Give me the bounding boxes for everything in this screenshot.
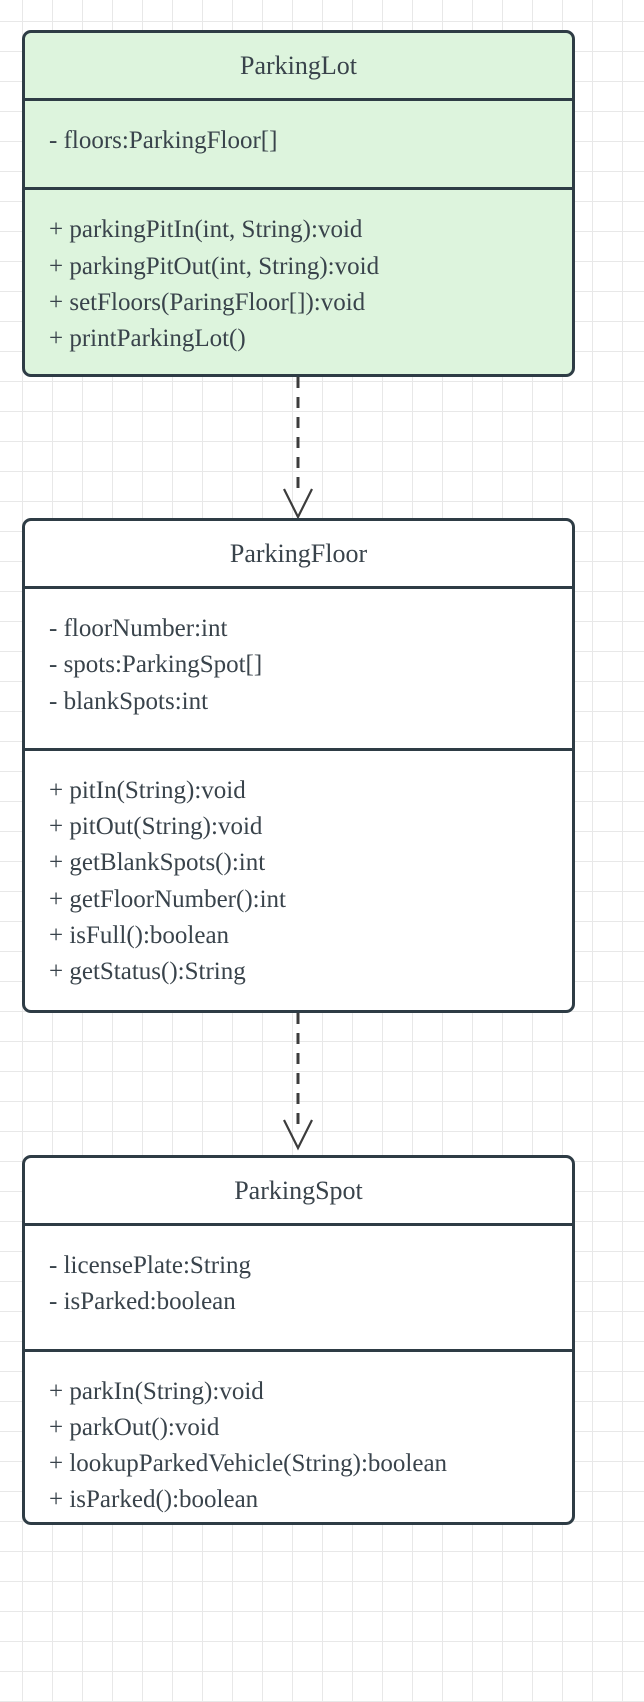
class-divider: [25, 98, 572, 101]
attribute-row: - floors:ParkingFloor[]: [49, 127, 278, 154]
methods-compartment: + parkingPitIn(int, String):void + parki…: [25, 190, 572, 374]
method-row: + getFloorNumber():int: [49, 885, 286, 913]
method-row: + parkIn(String):void: [49, 1377, 264, 1405]
methods-compartment: + pitIn(String):void + pitOut(String):vo…: [25, 751, 572, 1010]
method-row: + setFloors(ParingFloor[]):void: [49, 288, 366, 316]
attribute-row: - floorNumber:int: [49, 615, 228, 642]
method-row: + isParked():boolean: [49, 1486, 259, 1514]
method-row: + getStatus():String: [49, 958, 246, 985]
class-divider: [25, 586, 572, 589]
class-divider: [25, 187, 572, 191]
attributes-compartment: - licensePlate:String - isParked:boolean: [25, 1226, 572, 1349]
class-box-parking-spot[interactable]: ParkingSpot - licensePlate:String - isPa…: [22, 1155, 575, 1525]
method-row: + isFull():boolean: [49, 921, 230, 949]
method-row: + pitIn(String):void: [49, 776, 246, 804]
method-row: + pitOut(String):void: [49, 813, 263, 840]
attribute-row: - isParked:boolean: [49, 1288, 236, 1316]
class-name-parking-floor: ParkingFloor: [229, 539, 368, 568]
relationship-parkingfloor-parkingspot: [283, 1013, 313, 1151]
class-box-parking-floor[interactable]: ParkingFloor - floorNumber:int - spots:P…: [22, 518, 575, 1013]
attributes-compartment: - floors:ParkingFloor[]: [25, 101, 572, 187]
attribute-row: - licensePlate:String: [49, 1252, 252, 1279]
method-row: + parkingPitOut(int, String):void: [49, 252, 380, 280]
class-divider: [25, 1348, 572, 1352]
class-box-parking-lot[interactable]: ParkingLot - floors:ParkingFloor[] + par…: [22, 30, 575, 377]
attribute-row: - blankSpots:int: [49, 687, 209, 715]
methods-compartment: + parkIn(String):void + parkOut():void +…: [25, 1352, 572, 1523]
method-row: + parkOut():void: [49, 1413, 220, 1441]
attribute-row: - spots:ParkingSpot[]: [49, 651, 263, 679]
class-divider: [25, 1223, 572, 1226]
class-name-parking-spot: ParkingSpot: [234, 1176, 363, 1205]
class-divider: [25, 747, 572, 751]
method-row: + lookupParkedVehicle(String):boolean: [49, 1450, 448, 1477]
attributes-compartment: - floorNumber:int - spots:ParkingSpot[] …: [25, 589, 572, 748]
class-name-parking-lot: ParkingLot: [240, 51, 357, 80]
method-row: + getBlankSpots():int: [49, 849, 266, 877]
relationship-parkinglot-parkingfloor: [283, 377, 313, 520]
method-row: + parkingPitIn(int, String):void: [49, 216, 363, 244]
method-row: + printParkingLot(): [49, 325, 246, 352]
